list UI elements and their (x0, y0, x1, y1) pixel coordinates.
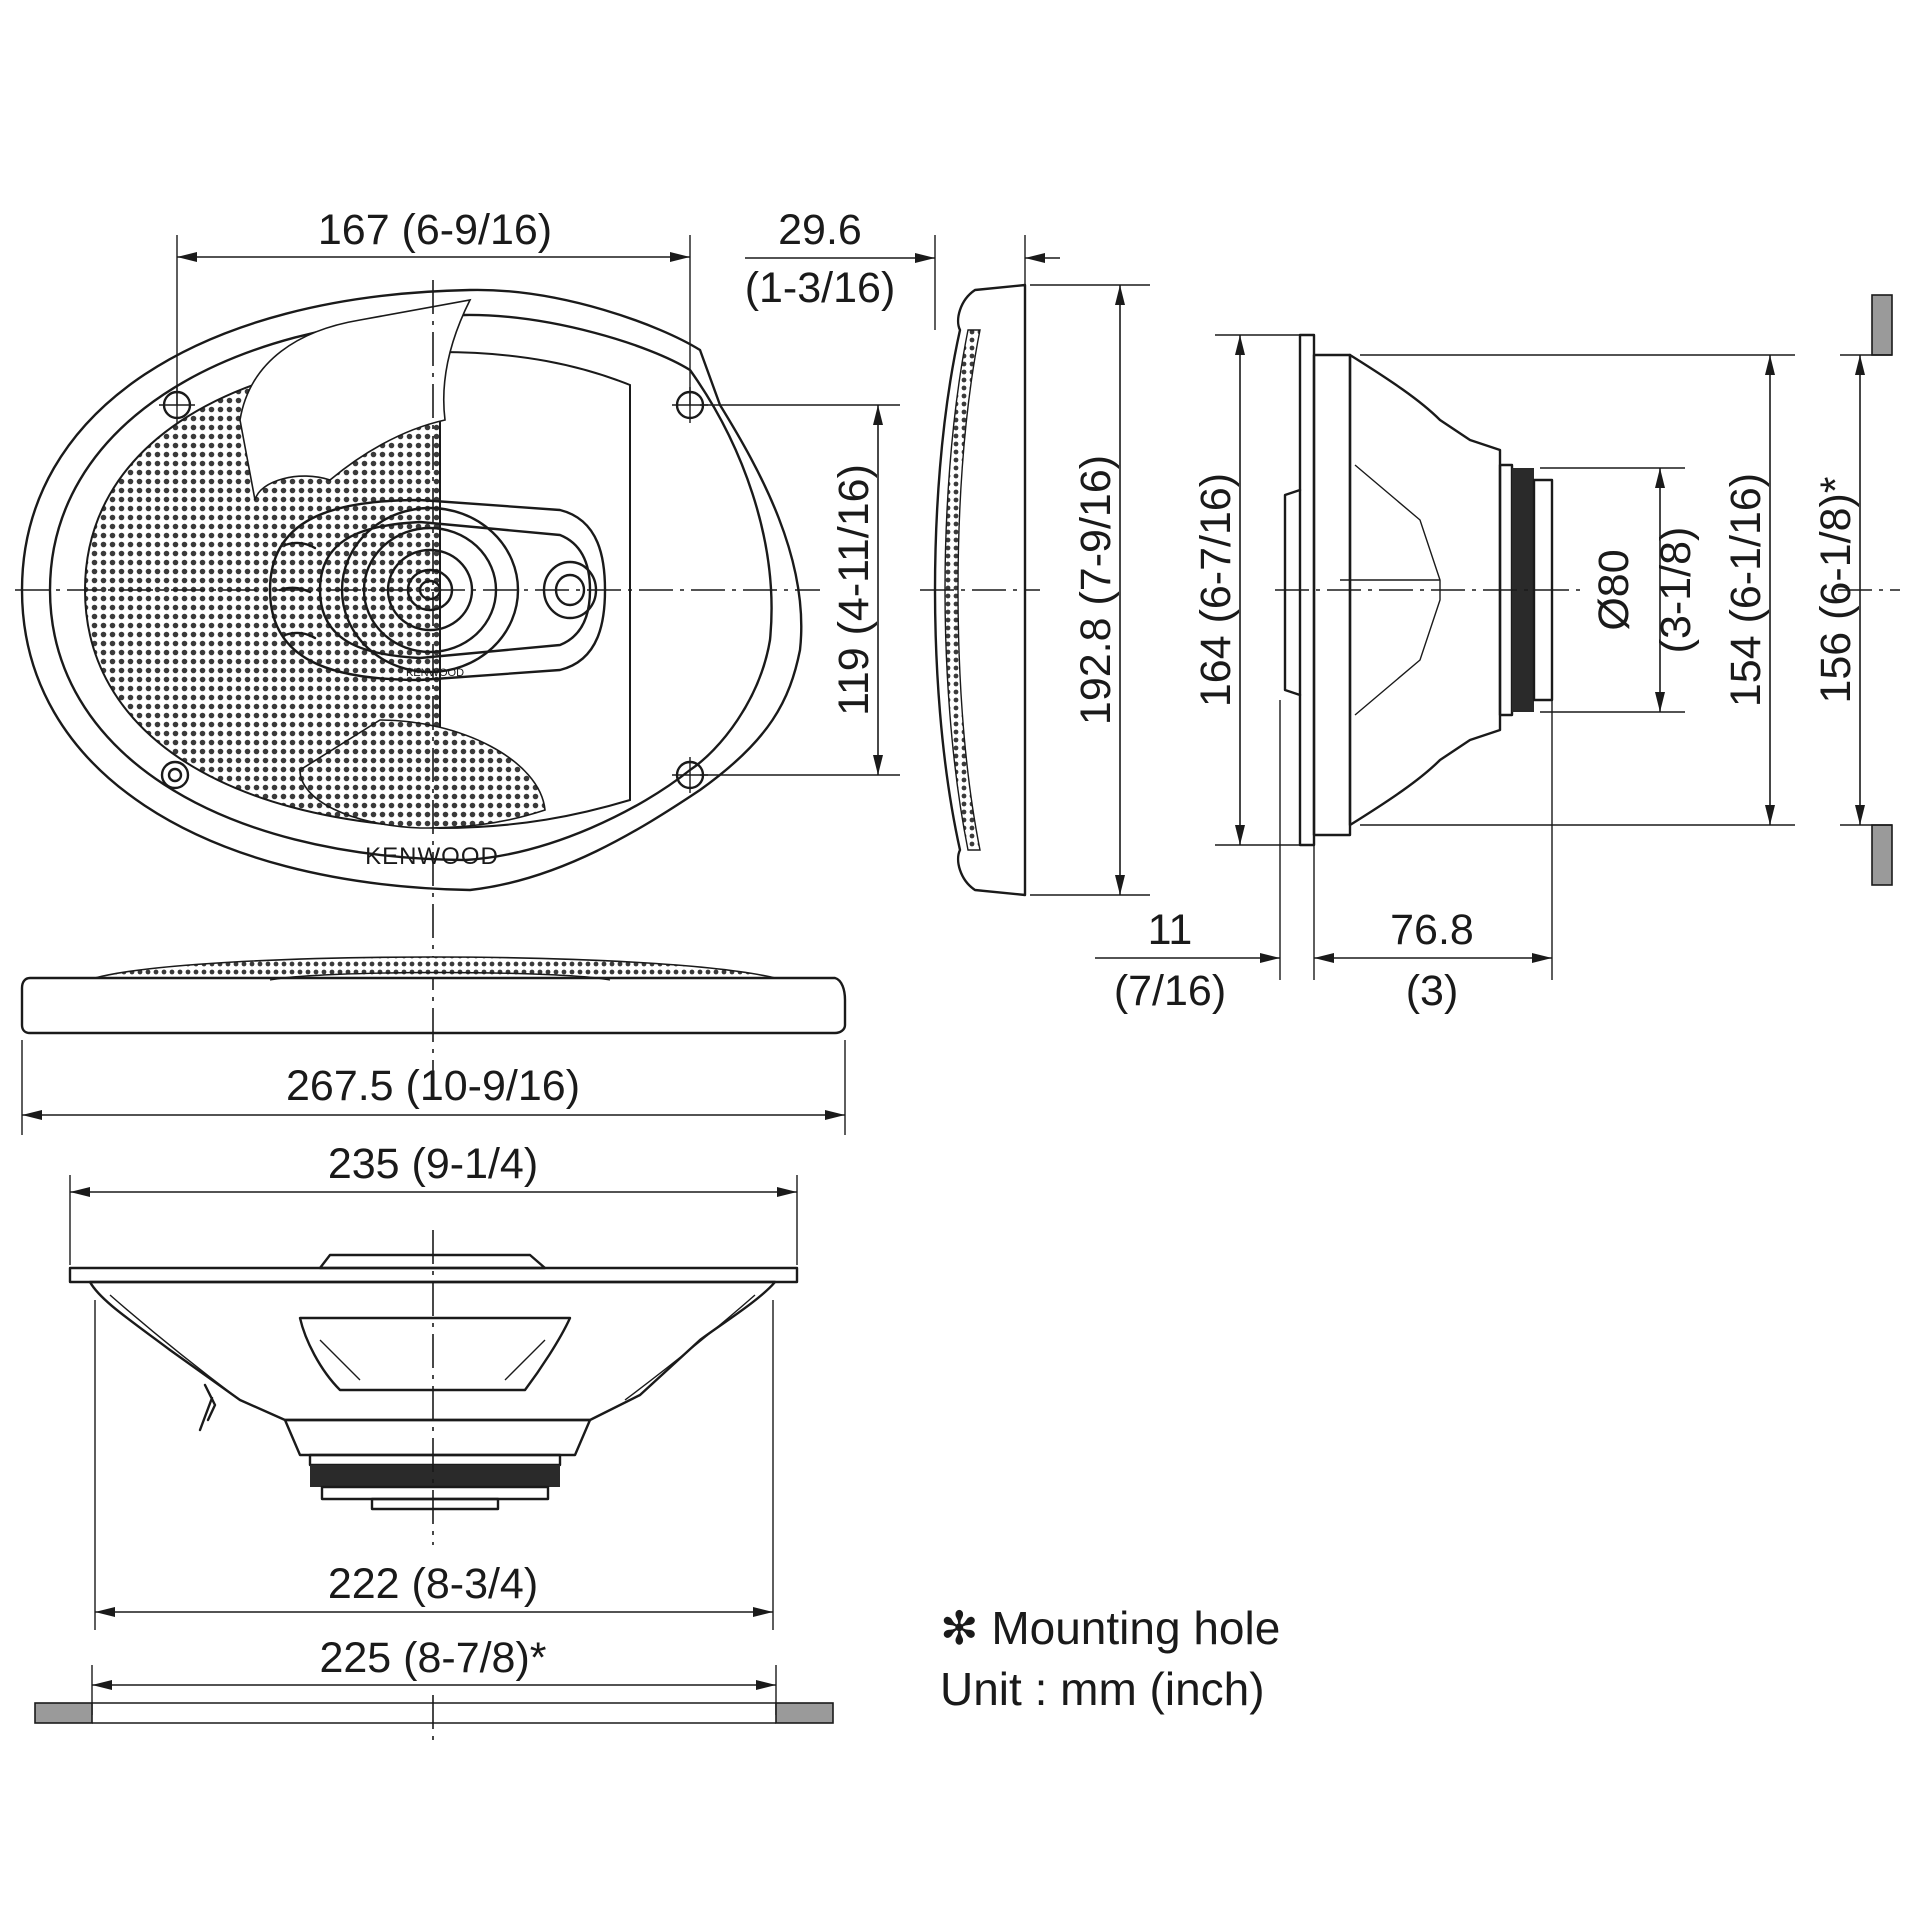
dim-frame-width: 235 (9-1/4) (69, 1140, 798, 1265)
side-basket (1312, 353, 1352, 837)
dim-basket-width: 222 (8-3/4) (94, 1300, 774, 1630)
dim-basket-height-label: 154 (6-1/16) (1722, 473, 1770, 707)
side-tweeter-bump (1283, 488, 1302, 697)
panel-left (34, 1702, 93, 1724)
front-logo: KENWOOD (365, 843, 499, 870)
grille-side-mesh (944, 329, 981, 851)
side-magnet (1512, 468, 1534, 712)
edge-lip (269, 971, 611, 981)
dim-grille-depth-in: (1-3/16) (745, 264, 896, 312)
dim-frame-width-label: 235 (9-1/4) (328, 1140, 538, 1188)
cone-mark-3 (283, 631, 317, 640)
bottom-side-view (68, 1230, 799, 1545)
note-unit: Unit : mm (inch) (940, 1663, 1265, 1715)
bottom-magnet-bottom (320, 1485, 550, 1501)
dim-cutout-height-label: 156 (6-1/8)* (1812, 476, 1860, 703)
notes: ✻ Mounting hole Unit : mm (inch) (940, 1602, 1280, 1715)
dim-overall-width-label: 267.5 (10-9/16) (286, 1062, 580, 1110)
dim-hole-spacing: 119 (4-11/16) (700, 404, 900, 776)
dim-grille-depth: 29.6 (1-3/16) (745, 206, 1060, 330)
bottom-leg-right (624, 1294, 756, 1401)
bottom-backplate (370, 1497, 500, 1511)
dim-flange-depth: 11 (7/16) (1095, 700, 1315, 1015)
bottom-magnet-top (308, 1453, 562, 1467)
dim-cutout-height: 156 (6-1/8)* (1812, 294, 1900, 886)
panel-bottom (1871, 824, 1893, 886)
dim-basket-width-label: 222 (8-3/4) (328, 1560, 538, 1608)
dim-front-height: 192.8 (7-9/16) (1030, 284, 1150, 896)
bottom-terminal (198, 1383, 217, 1432)
dim-mount-depth-mm: 76.8 (1390, 906, 1474, 954)
panel-right (775, 1702, 834, 1724)
dim-magnet-diameter: Ø80 (3-1/8) (1540, 467, 1700, 713)
dim-flange-depth-in: (7/16) (1114, 967, 1226, 1015)
dim-mount-depth-in: (3) (1406, 967, 1459, 1015)
side-cone-body (1348, 353, 1502, 827)
dim-frame-height: 164 (6-7/16) (1192, 334, 1300, 846)
dim-overall-width: 267.5 (10-9/16) (21, 1040, 846, 1135)
bottom-magnet (310, 1465, 560, 1487)
dim-frame-height-label: 164 (6-7/16) (1192, 473, 1240, 707)
front-grille-upper-cut (239, 298, 472, 501)
mount-hole-bottom-left (160, 760, 190, 790)
dim-cutout-width-label: 225 (8-7/8)* (319, 1634, 546, 1682)
dim-basket-height: 154 (6-1/16) (1360, 354, 1795, 826)
dim-cutout-width: 225 (8-7/8)* (34, 1634, 834, 1740)
note-mounting-hole: ✻ Mounting hole (940, 1602, 1280, 1654)
bottom-leg-left (109, 1294, 241, 1401)
dim-front-width-label: 167 (6-9/16) (318, 206, 552, 254)
dim-hole-spacing-label: 119 (4-11/16) (830, 464, 878, 716)
edge-grille (94, 956, 776, 979)
speaker-side-view (1275, 333, 1580, 847)
front-view: KENWOOD KENWOOD (15, 280, 820, 1090)
bottom-cone-inner (319, 1339, 546, 1381)
front-grille-lower (299, 719, 546, 829)
grille-side-view (920, 283, 1040, 897)
cone-mark-1 (283, 541, 317, 550)
dim-magnet-diameter-in: (3-1/8) (1652, 527, 1700, 654)
edge-view (20, 956, 847, 1035)
edge-frame (20, 976, 847, 1035)
dim-grille-depth-mm: 29.6 (778, 206, 862, 254)
dim-front-width: 167 (6-9/16) (176, 206, 691, 405)
bottom-cone-outline (298, 1316, 572, 1392)
bottom-motor (283, 1418, 592, 1457)
tweeter-logo: KENWOOD (406, 667, 464, 679)
dim-front-height-label: 192.8 (7-9/16) (1072, 455, 1120, 725)
panel-top (1871, 294, 1893, 356)
front-outer-frame (20, 288, 803, 892)
cone-mark-2 (278, 586, 312, 594)
dim-mount-depth: 76.8 (3) (1314, 700, 1553, 1015)
dim-flange-depth-mm: 11 (1148, 906, 1193, 954)
dim-magnet-diameter-mm: Ø80 (1590, 549, 1638, 630)
